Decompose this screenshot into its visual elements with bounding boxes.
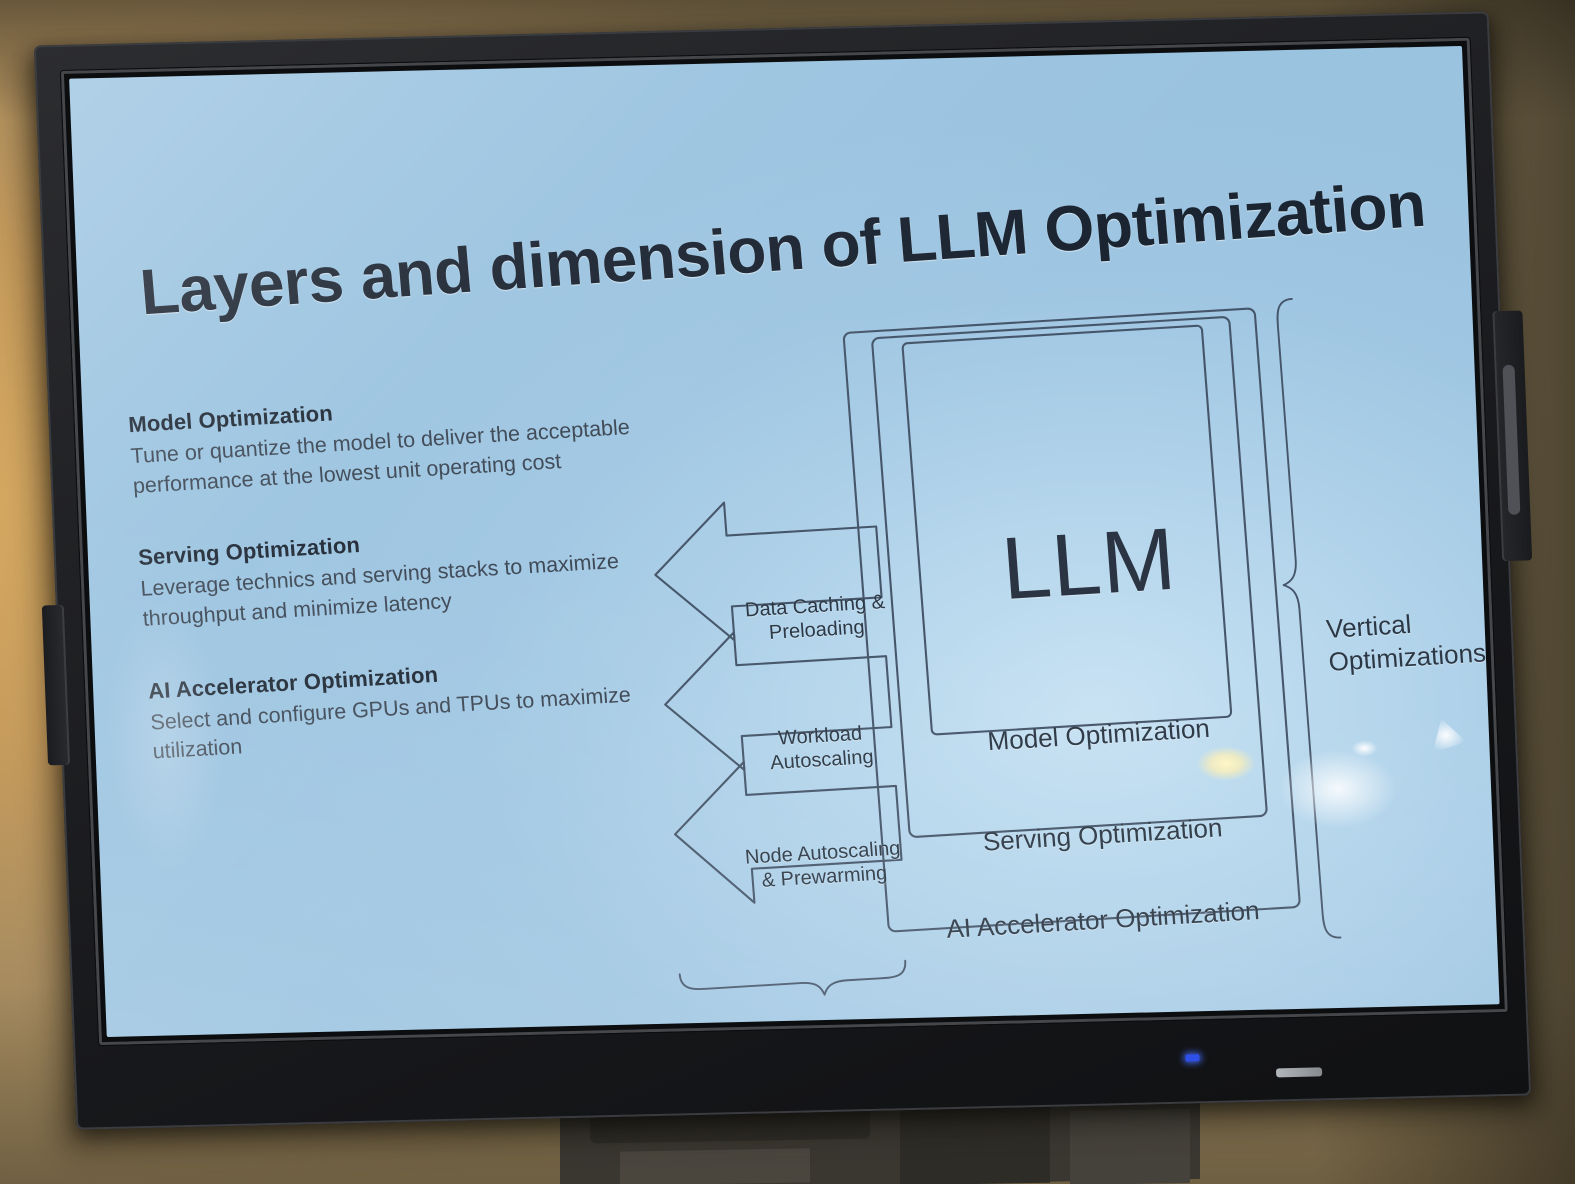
- layer-box-model: [901, 324, 1233, 736]
- arrow-shape-node-autoscaling: [674, 760, 903, 904]
- power-led-indicator: [1185, 1054, 1200, 1062]
- bezel-sensor-strip: [1275, 1067, 1323, 1078]
- arrow-shape-workload-autoscaling: [664, 631, 893, 772]
- optimization-layers-diagram: Data Caching & Preloading Workload Autos…: [69, 46, 1499, 1037]
- presentation-slide: Layers and dimension of LLM Optimization…: [69, 46, 1499, 1037]
- arrow-shape-data-caching: [654, 501, 883, 642]
- display-brand-logo: [758, 1055, 804, 1066]
- brace-horizontal: [678, 959, 907, 996]
- llm-center-label: LLM: [998, 508, 1180, 618]
- display-screen: Layers and dimension of LLM Optimization…: [69, 45, 1500, 1037]
- diagram-vector-graphics: [654, 298, 1342, 996]
- mount-arm-lower: [620, 1148, 810, 1184]
- flat-panel-display: Layers and dimension of LLM Optimization…: [20, 11, 1543, 1151]
- arrow-label-workload-autoscaling: Workload Autoscaling: [769, 722, 875, 775]
- arrow-label-node-autoscaling: Node Autoscaling & Prewarming: [744, 837, 902, 893]
- arrow-label-data-caching: Data Caching & Preloading: [744, 591, 886, 645]
- brace-label-vertical-optimizations: Vertical Optimizations: [1325, 608, 1487, 677]
- layer-box-ai-accelerator: [842, 307, 1301, 933]
- brace-vertical: [1276, 298, 1342, 939]
- layer-box-serving: [871, 316, 1268, 838]
